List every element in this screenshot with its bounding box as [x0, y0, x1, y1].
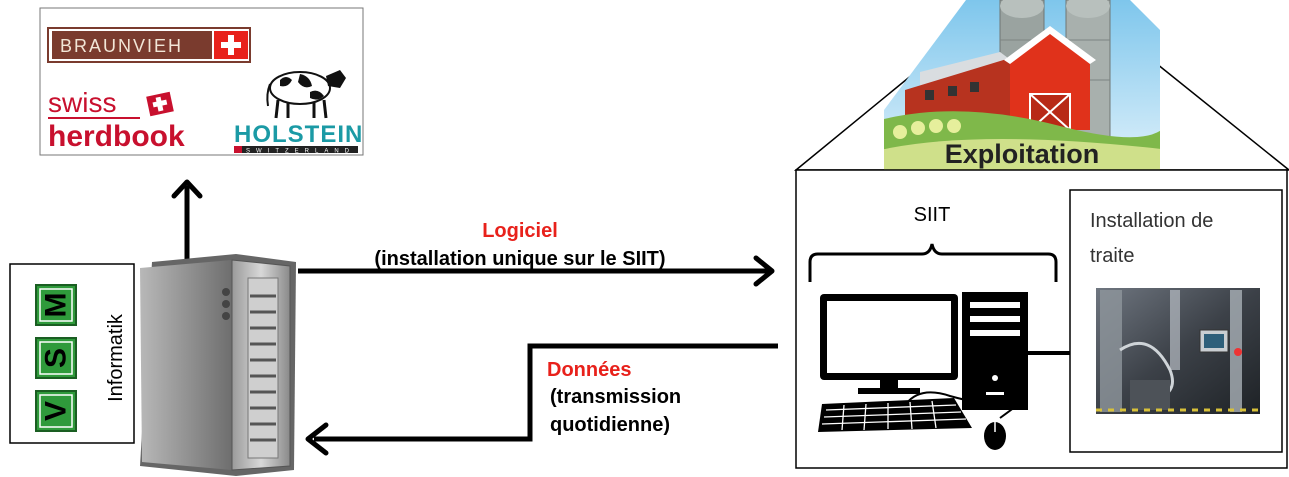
software-subtitle: (installation unique sur le SIIT) [374, 248, 665, 270]
siit-label: SIIT [914, 204, 951, 226]
vsm-letter-s: S [35, 337, 77, 379]
data-title: Données [547, 359, 631, 381]
server-icon [140, 254, 296, 476]
braunvieh-text: BRAUNVIEH [60, 36, 183, 56]
holstein-logo: HOLSTEIN SWITZERLAND [234, 70, 363, 155]
svg-text:S: S [40, 348, 73, 368]
breed-logos: BRAUNVIEH swiss herdbook [39, 7, 364, 156]
data-line1: (transmission [550, 386, 681, 408]
vsm-letter-v: V [35, 390, 77, 432]
farm-house: Exploitation SIIT [793, 0, 1289, 469]
vsm-letter-m: M [35, 284, 77, 326]
arrow-right-icon [753, 255, 775, 287]
holstein-text: HOLSTEIN [234, 121, 363, 148]
farm-illustration [884, 0, 1160, 170]
software-title: Logiciel [482, 220, 558, 242]
milking-photo [1096, 288, 1260, 414]
vsm-logo-box: M S V Informatik [9, 263, 135, 444]
data-flow: Données (transmission quotidienne) [305, 343, 778, 456]
milking-label-line2: traite [1090, 245, 1134, 267]
server-drive-bays [250, 294, 276, 442]
milking-label-line1: Installation de [1090, 210, 1213, 232]
svg-text:V: V [40, 401, 73, 421]
arrow-left-icon [305, 422, 329, 456]
upload-arrow [171, 179, 203, 270]
swiss-herdbook-logo: swiss herdbook [48, 87, 185, 153]
herdbook-cross-icon [146, 91, 174, 117]
computer-icon [818, 292, 1028, 450]
switzerland-text: SWITZERLAND [246, 149, 355, 155]
cow-icon [266, 70, 346, 119]
milking-installation: Installation de traite [1069, 189, 1283, 453]
informatik-label: Informatik [105, 313, 127, 402]
braunvieh-logo: BRAUNVIEH [47, 27, 251, 63]
farm-label: Exploitation [945, 139, 1100, 169]
herdbook-text: herdbook [48, 120, 185, 153]
software-flow: Logiciel (installation unique sur le SII… [298, 220, 775, 287]
swiss-text: swiss [48, 87, 116, 118]
siit-brace [808, 243, 1058, 282]
data-line2: quotidienne) [550, 414, 670, 436]
svg-text:M: M [40, 293, 73, 318]
